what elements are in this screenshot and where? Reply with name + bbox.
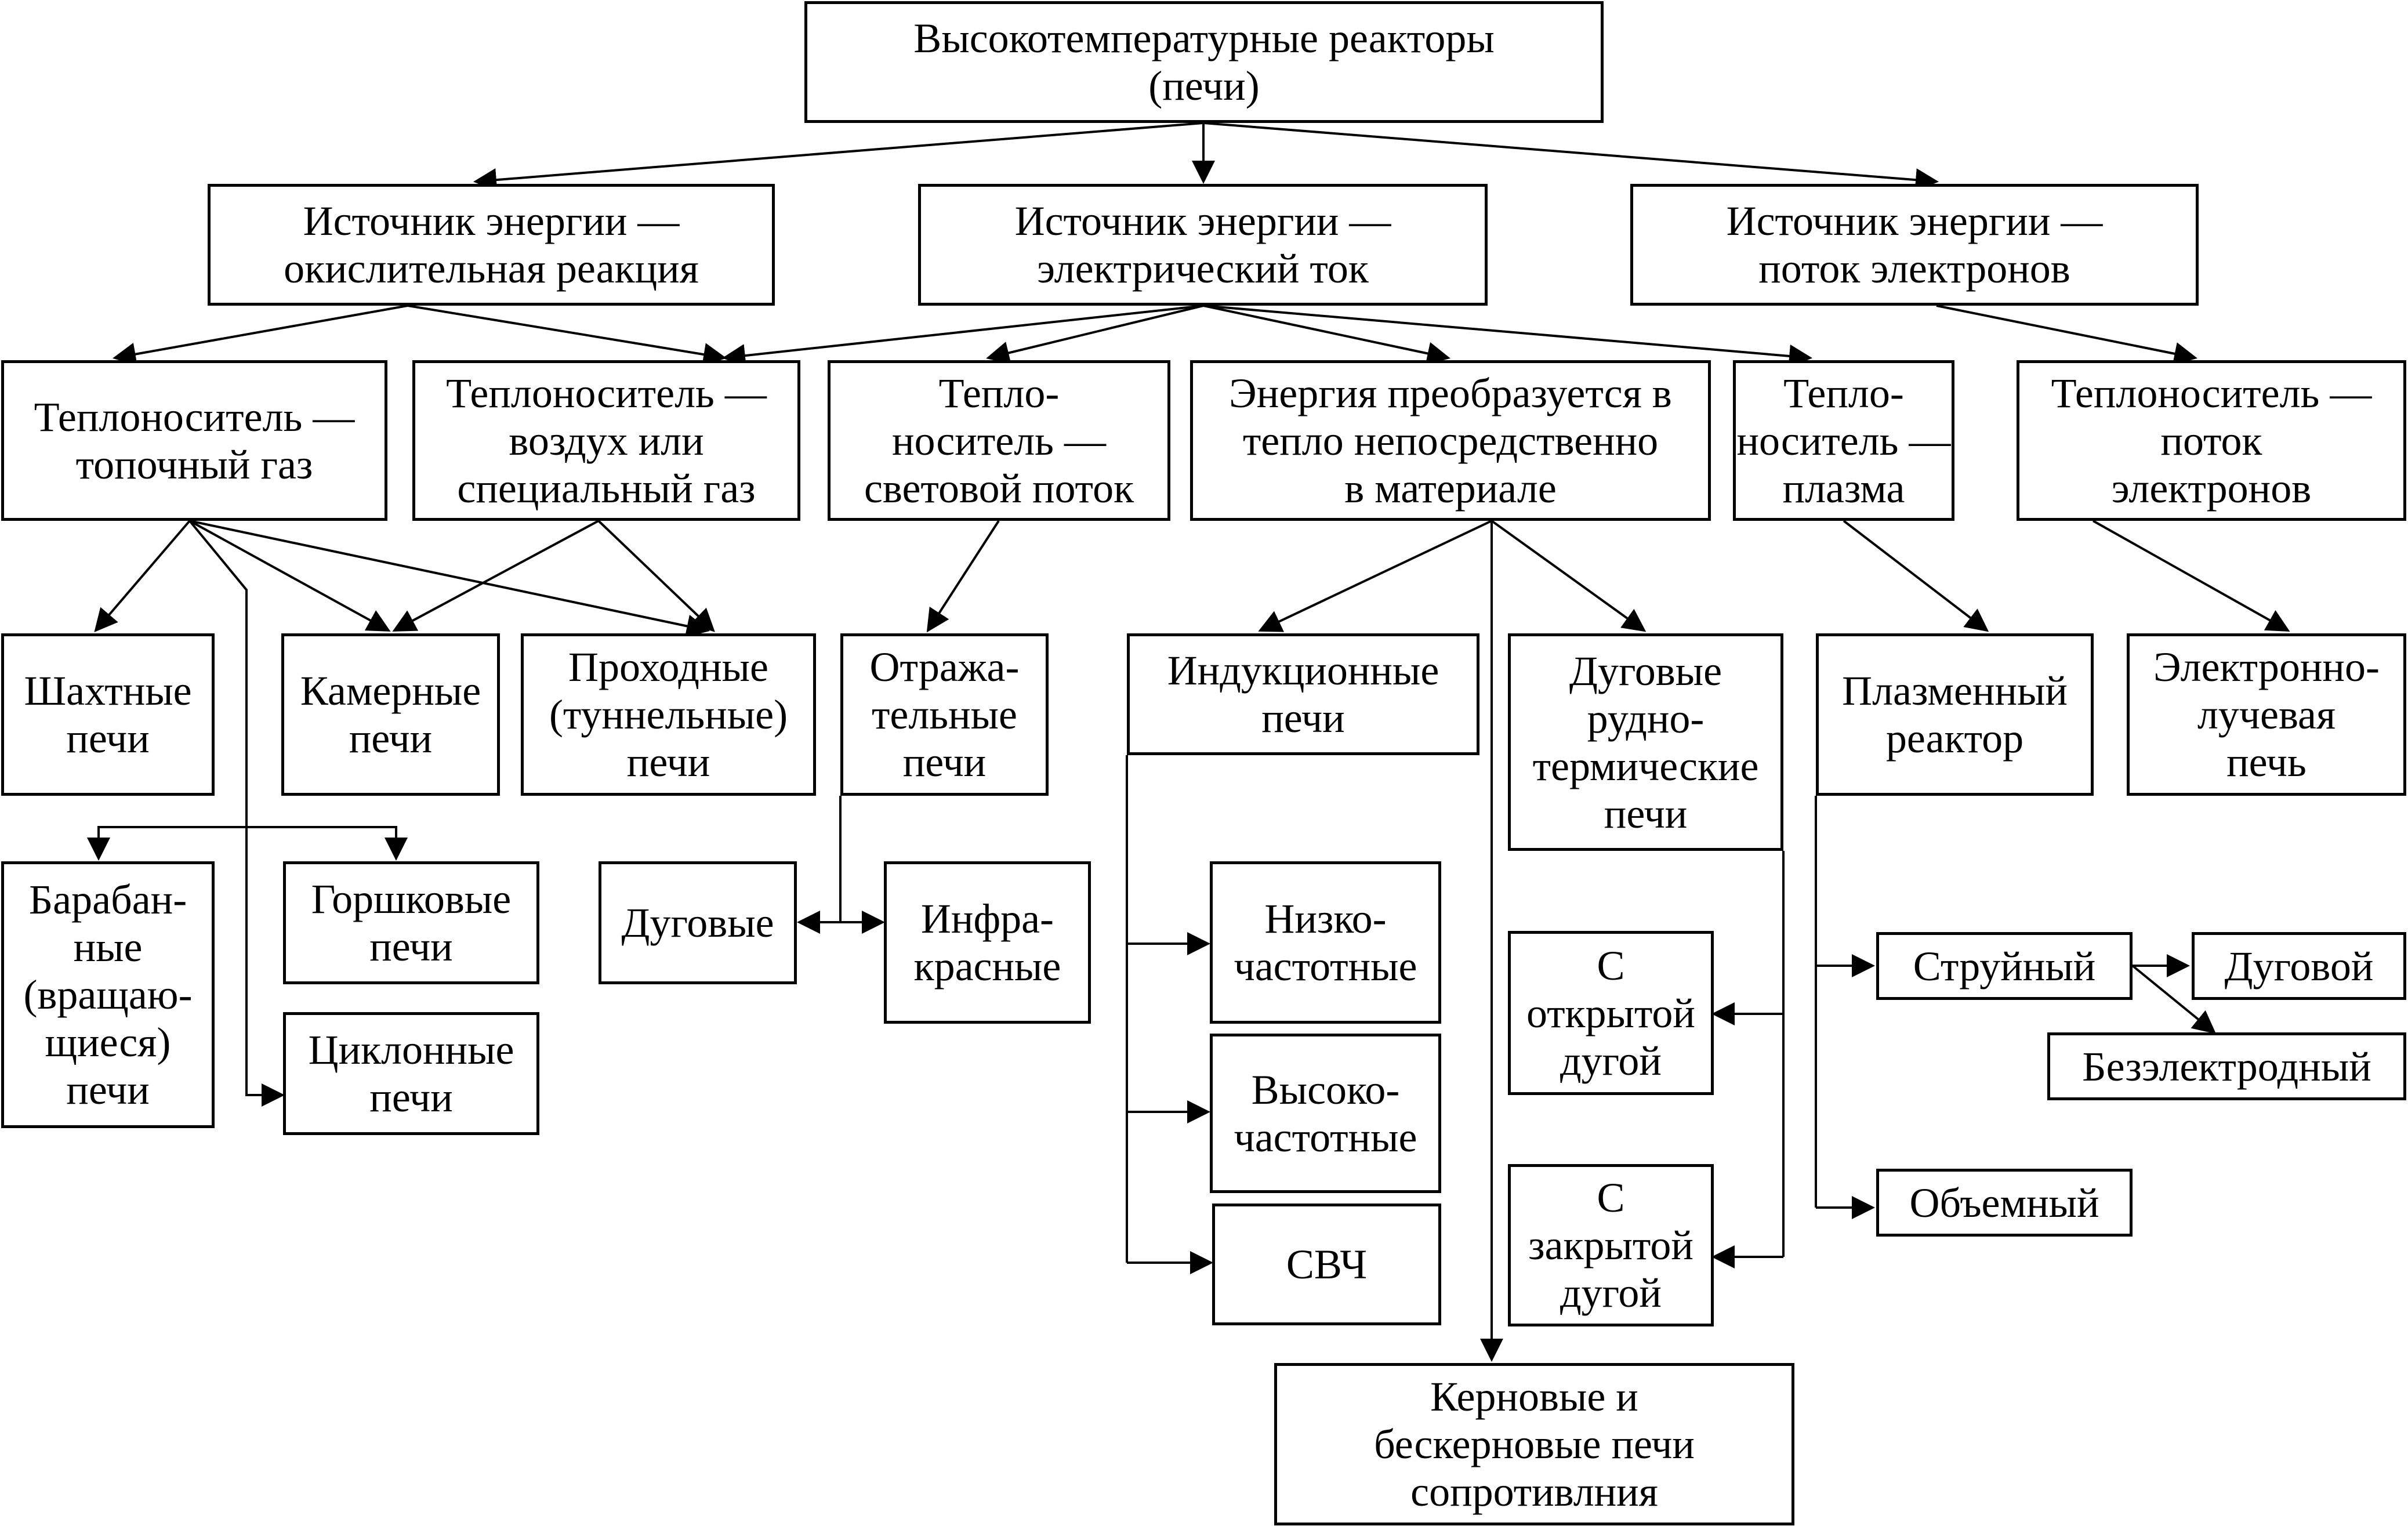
node-root: Высокотемпературные реакторы (печи) xyxy=(804,1,1604,123)
node-chamber-furnaces: Камерные печи xyxy=(281,633,500,796)
edge-flue-tunnel xyxy=(189,520,710,638)
edge-beamhc-furnace xyxy=(2093,520,2290,632)
edge-air-chamber xyxy=(392,520,599,632)
edge-flue-shaft xyxy=(94,520,191,633)
node-arc-lamps: Дуговые xyxy=(599,861,797,984)
edge-plasma-reactor xyxy=(1843,520,1989,632)
node-carrier-flue-gas: Теплоноситель — топочный газ xyxy=(1,360,387,521)
node-electrodeless: Безэлектродный xyxy=(2047,1032,2406,1100)
edge-root-oxid xyxy=(473,122,1204,192)
node-carrier-light: Тепло- носитель — световой поток xyxy=(828,360,1170,521)
node-arc-ore-furnaces: Дуговые рудно- термические печи xyxy=(1508,633,1783,851)
edge-beam-hc xyxy=(1936,305,2197,365)
node-infrared: Инфра- красные xyxy=(884,861,1091,1024)
edge-direct-arcore xyxy=(1491,520,1647,632)
node-source-oxidation: Источник энергии — окислительная реакция xyxy=(208,184,775,306)
edge-flue-chamber xyxy=(189,520,391,632)
edge-reflect-arc xyxy=(797,796,842,934)
node-volume-plasma: Объемный xyxy=(1876,1169,2133,1237)
node-closed-arc: С закрытой дугой xyxy=(1508,1164,1714,1326)
edge-oxid-flue xyxy=(113,305,408,366)
node-low-frequency: Низко- частотные xyxy=(1210,861,1441,1024)
node-microwave: СВЧ xyxy=(1212,1204,1441,1325)
node-jet-plasma: Струйный xyxy=(1876,932,2133,1000)
node-shaft-furnaces: Шахтные печи xyxy=(1,633,215,796)
node-cyclone-furnaces: Циклонные печи xyxy=(283,1012,539,1135)
edge-root-beam xyxy=(1203,122,1939,192)
node-direct-conversion: Энергия преобразуется в тепло непосредст… xyxy=(1190,360,1711,521)
edge-elec-light xyxy=(986,305,1204,364)
node-electron-beam-furnace: Электронно- лучевая печь xyxy=(2127,633,2406,796)
edge-direct-induction xyxy=(1258,520,1492,632)
edge-air-tunnel xyxy=(597,520,715,632)
edge-elec-plasma xyxy=(1203,305,1812,368)
node-carrier-plasma: Тепло- носитель — плазма xyxy=(1733,360,1954,521)
node-reflective-furnaces: Отража- тельные печи xyxy=(840,633,1049,796)
node-resistance-furnaces: Керновые и бескерновые печи сопротивлния xyxy=(1274,1363,1794,1525)
node-tunnel-furnaces: Проходные (туннельные) печи xyxy=(521,633,816,796)
node-plasma-reactor: Плазменный реактор xyxy=(1816,633,2094,796)
node-drum-furnaces: Барабан- ные (вращаю- щиеся) печи xyxy=(1,861,215,1128)
node-source-electron-beam: Источник энергии — поток электронов xyxy=(1630,184,2199,306)
node-carrier-electron-beam: Теплоноситель — поток электронов xyxy=(2017,360,2406,521)
node-arc-jet: Дуговой xyxy=(2192,932,2406,1000)
edge-jet-electrodeless xyxy=(2131,965,2217,1034)
edge-elec-direct xyxy=(1203,305,1450,365)
node-pot-furnaces: Горшковые печи xyxy=(283,861,539,984)
node-open-arc: С открытой дугой xyxy=(1508,931,1714,1095)
node-induction-furnaces: Индукционные печи xyxy=(1127,633,1479,755)
node-high-frequency: Высоко- частотные xyxy=(1210,1034,1441,1193)
node-source-electric: Источник энергии — электрический ток xyxy=(918,184,1488,306)
edge-elec-air xyxy=(722,305,1204,367)
edge-flue-cyclone xyxy=(188,520,285,1107)
edge-oxid-air xyxy=(407,305,727,366)
edge-light-reflect xyxy=(926,520,1000,633)
node-carrier-air: Теплоноситель — воздух или специальный г… xyxy=(412,360,800,521)
